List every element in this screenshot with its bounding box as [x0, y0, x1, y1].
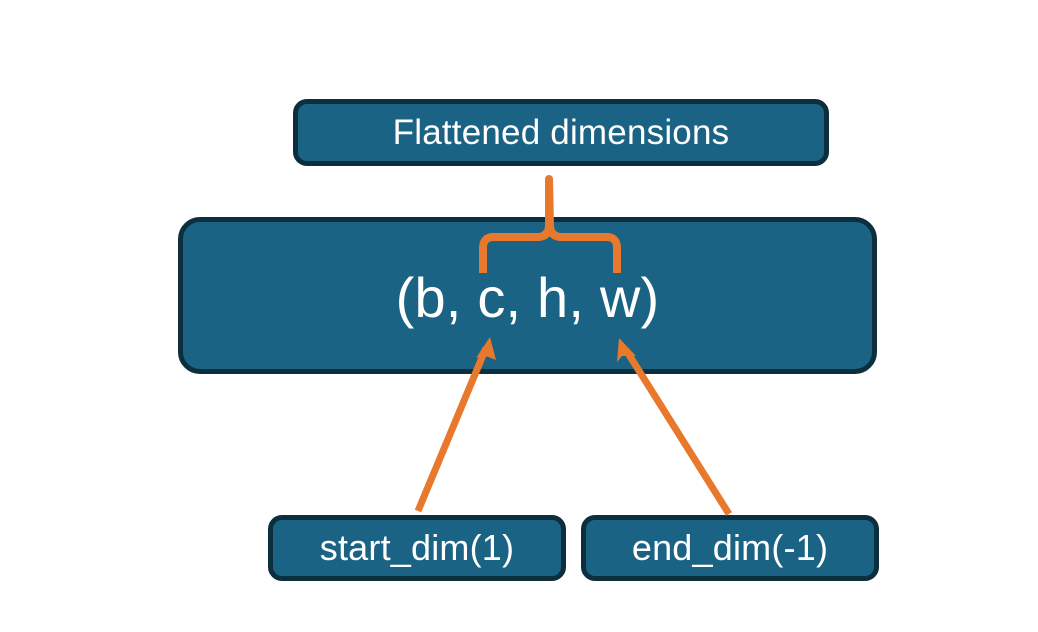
- flattened-dimensions-label: Flattened dimensions: [392, 112, 730, 152]
- start-dim-label: start_dim(1): [319, 527, 515, 568]
- end-dim-box[interactable]: end_dim(-1): [581, 515, 879, 581]
- tensor-shape-label: (b, c, h, w): [395, 266, 660, 329]
- flattened-dimensions-box[interactable]: Flattened dimensions: [293, 99, 829, 166]
- tensor-shape-box[interactable]: (b, c, h, w): [178, 217, 877, 374]
- start-dim-box[interactable]: start_dim(1): [268, 515, 566, 581]
- end-dim-label: end_dim(-1): [631, 527, 829, 568]
